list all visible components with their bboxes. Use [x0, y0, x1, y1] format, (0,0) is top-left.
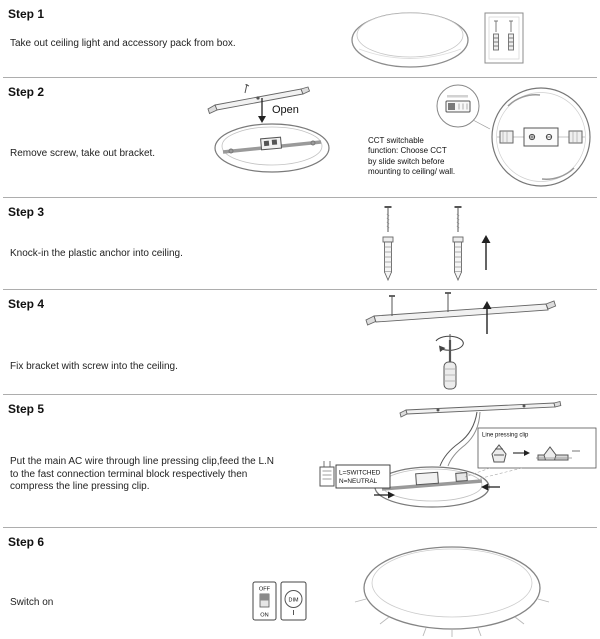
anchor-icon: [493, 20, 499, 51]
step-5-section: Step 5 Put the main AC wire through line…: [0, 395, 600, 528]
step-title: Step 2: [8, 85, 45, 99]
dim-label: DIM: [289, 598, 299, 604]
step-6-section: Step 6 Switch on OFF ON DIM: [0, 528, 600, 639]
clip-open-drawing: [491, 444, 507, 463]
cct-note: CCT switchable function: Choose CCT by s…: [368, 136, 456, 177]
step-6-illustration: OFF ON DIM: [252, 546, 550, 637]
up-arrow-icon: [481, 235, 491, 270]
dimmer-switch-drawing: DIM: [280, 581, 307, 621]
down-arrow-icon: [258, 98, 266, 123]
step-1-illustration: [351, 12, 524, 68]
section-divider: [3, 394, 597, 395]
step-2-section: Step 2 Remove screw, take out bracket. O…: [0, 78, 600, 198]
plastic-anchor-icon: [452, 236, 464, 282]
up-arrow-icon: [482, 301, 492, 334]
arrow-right-icon: [513, 450, 530, 456]
cct-switch-zoom-circle: [436, 84, 491, 130]
step-description: Remove screw, take out bracket.: [10, 148, 156, 159]
bracket-drawing: [365, 300, 557, 326]
step-2-illustration: [207, 84, 330, 173]
bracket-drawing: [207, 86, 311, 115]
section-divider: [3, 197, 597, 198]
screw-icon: [384, 206, 392, 232]
step-title: Step 6: [8, 535, 45, 549]
lamp-back-circle: [491, 87, 591, 187]
step-3-illustration: [382, 206, 491, 282]
off-label: OFF: [259, 587, 271, 593]
step-1-section: Step 1 Take out ceiling light and access…: [0, 0, 600, 78]
light-rays: [354, 598, 550, 637]
section-divider: [3, 77, 597, 78]
left-arrow-icon: [481, 483, 500, 491]
screw-icon: [454, 206, 462, 232]
right-arrow-icon: [374, 491, 395, 499]
screwdriver-icon: [435, 334, 464, 390]
anchor-icon: [508, 20, 514, 51]
step-description: Knock-in the plastic anchor into ceiling…: [10, 248, 183, 259]
step-5-illustration: L=SWITCHED N=NEUTRAL Line pressing clip: [319, 400, 597, 508]
step-description: Put the main AC wire through line pressi…: [10, 456, 275, 492]
lamp-base-drawing: [374, 466, 490, 508]
step-description: Switch on: [10, 597, 54, 608]
step-4-section: Step 4 Fix bracket with screw into the c…: [0, 290, 600, 395]
accessory-pack-box: [484, 12, 524, 64]
line-pressing-clip-callout: Line pressing clip: [464, 427, 597, 480]
step-description: Take out ceiling light and accessory pac…: [10, 38, 236, 49]
screw-icon: [244, 84, 250, 94]
step-title: Step 1: [8, 7, 45, 21]
open-label: Open: [272, 104, 299, 116]
lamp-base-drawing: [214, 123, 330, 173]
step-3-section: Step 3 Knock-in the plastic anchor into …: [0, 198, 600, 290]
step-title: Step 4: [8, 297, 45, 311]
section-divider: [3, 289, 597, 290]
step-4-illustration: [365, 292, 557, 390]
switched-wire-label: L=SWITCHED: [339, 470, 381, 477]
clip-callout-label: Line pressing clip: [482, 433, 529, 439]
plastic-anchor-icon: [382, 236, 394, 282]
terminal-label-box: L=SWITCHED N=NEUTRAL: [319, 461, 391, 489]
step-description: Fix bracket with screw into the ceiling.: [10, 361, 178, 372]
bracket-drawing: [399, 400, 562, 418]
ceiling-light-drawing: [351, 12, 469, 68]
wires-drawing: [439, 411, 481, 467]
ceiling-light-glow-drawing: [354, 546, 550, 637]
rotate-arrow-icon: [435, 335, 464, 352]
neutral-wire-label: N=NEUTRAL: [339, 478, 378, 485]
screw-icon: [445, 292, 451, 312]
step-2-zoom-illustration: [436, 84, 591, 187]
section-divider: [3, 527, 597, 528]
clip-pressed-drawing: [536, 446, 580, 461]
step-title: Step 3: [8, 205, 45, 219]
step-title: Step 5: [8, 402, 45, 416]
screw-icon: [389, 295, 395, 316]
on-label: ON: [260, 613, 268, 619]
power-switch-drawing: OFF ON: [252, 581, 277, 621]
